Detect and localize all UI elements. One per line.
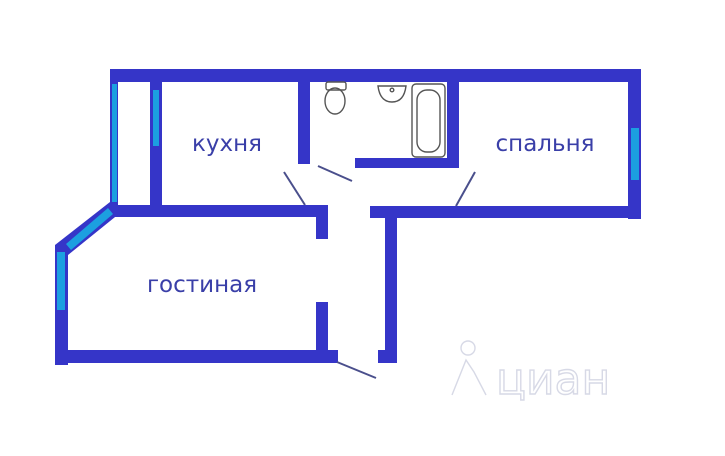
doors	[283, 165, 476, 379]
room-label-bedroom: спальня	[496, 131, 595, 157]
window-kitchen	[153, 90, 159, 146]
wall-bathroom-left	[298, 82, 310, 164]
sink-icon	[377, 85, 407, 103]
window-balcony	[112, 84, 117, 202]
bathroom-fixtures	[324, 81, 446, 158]
wall-living-right-upper	[316, 212, 328, 239]
watermark-text: циан	[496, 354, 610, 405]
wall-bathroom-bottom	[355, 158, 453, 168]
wall-corridor-right	[385, 206, 397, 363]
wall-bathroom-right	[447, 82, 459, 168]
bathtub-icon	[411, 83, 446, 158]
window-bedroom	[631, 128, 639, 180]
door-entrance	[336, 361, 377, 379]
watermark-logo: циан	[451, 340, 611, 406]
walls	[55, 69, 641, 365]
door-kitchen	[283, 171, 306, 206]
room-label-living: гостиная	[147, 272, 257, 298]
toilet-icon	[324, 81, 347, 115]
wall-entrance-stub	[378, 350, 397, 363]
window-living-diagonal	[66, 208, 113, 250]
wall-living-bottom	[55, 350, 338, 363]
windows	[57, 84, 639, 310]
wall-kitchen-bottom	[110, 205, 328, 217]
wall-bedroom-bottom	[370, 206, 641, 218]
wall-top	[110, 69, 641, 82]
wall-living-right-lower	[316, 302, 328, 363]
room-label-kitchen: кухня	[192, 131, 262, 157]
door-bedroom	[455, 171, 476, 207]
door-bathroom	[317, 165, 353, 182]
window-living	[57, 252, 65, 310]
